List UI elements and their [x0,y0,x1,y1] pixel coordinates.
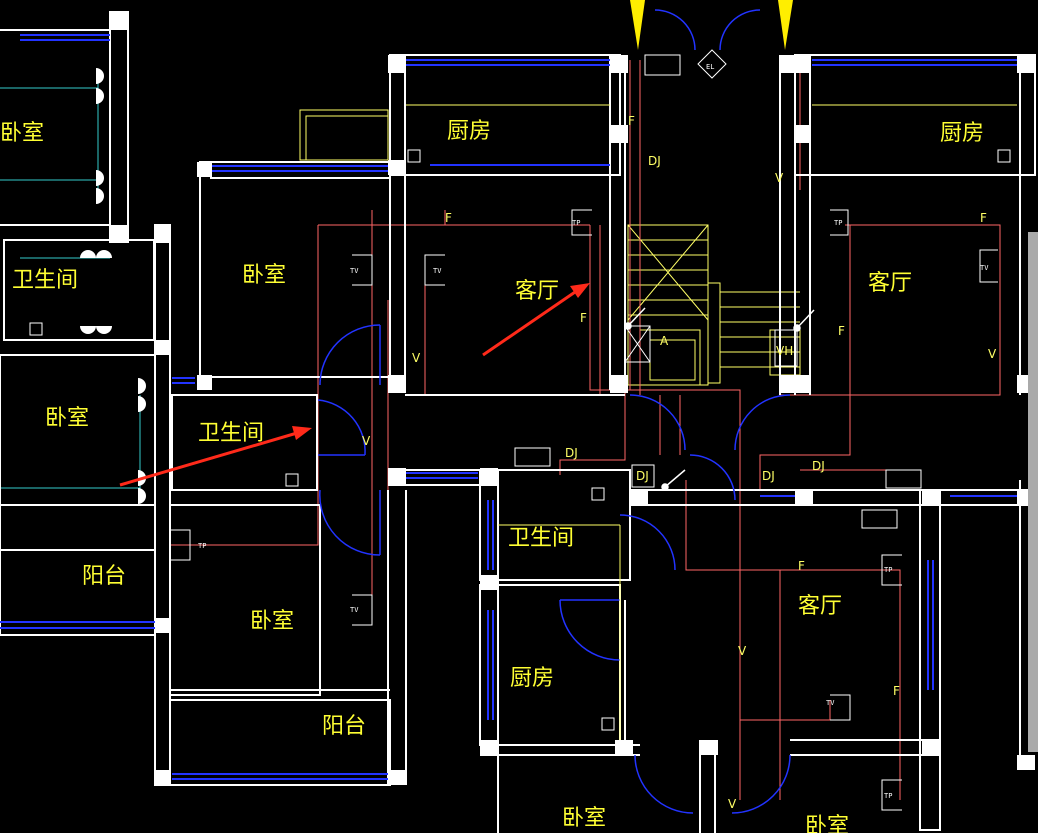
door-swing [634,754,694,814]
room-label-kitchen-s: 厨房 [510,666,554,691]
tag-tv: TV [350,606,359,614]
tag-el: EL [706,63,714,71]
tag-dj: DJ [565,446,578,460]
tag-tp: TP [572,219,580,227]
dj-box [631,464,655,488]
room-label-bathroom-c: 卫生间 [198,421,264,446]
tag-v: V [988,347,997,361]
tag-f: F [980,211,987,225]
outlet-tags: TV TV TP TV TP TP TV TP TP TV EL [198,63,989,800]
wire-living-north [318,210,446,226]
room-label-bedroom-sc: 卧室 [250,609,294,634]
stove-symbol [514,447,551,467]
elevator-box [624,325,651,363]
tag-tp: TP [198,542,206,550]
room-label-bedroom-s: 卧室 [562,806,606,831]
riser-markers [624,307,815,491]
door-swing [654,9,696,51]
tag-tv: TV [433,267,442,275]
tag-a: A [660,334,669,348]
tag-tv: TV [980,264,989,272]
structural-columns [110,12,1035,785]
door-swing [619,514,676,571]
tag-dj: DJ [812,459,825,473]
tag-tp: TP [834,219,842,227]
stair-handrail [707,282,721,384]
doors [317,9,791,814]
el-diamond [697,49,727,79]
vh-box [774,329,798,367]
tag-v: V [412,351,421,365]
tag-f: F [445,211,452,225]
room-label-kitchen-n: 厨房 [447,119,491,144]
fixture-box [29,322,43,336]
room-labels: 卧室 卫生间 卧室 阳台 卧室 卫生间 卧室 阳台 厨房 客厅 厨房 客厅 卫生… [0,119,984,833]
arrow-to-living-room [482,288,579,357]
tag-v: V [738,644,747,658]
right-scroll-rail[interactable] [1028,232,1038,752]
tag-f: F [580,311,587,325]
door-swing [317,399,366,456]
fixture-box [285,473,299,487]
door-swing [719,9,761,51]
fixture-box [591,487,605,501]
tag-dj: DJ [636,469,649,483]
tag-f: F [628,114,635,128]
dimension-lines [299,104,1017,740]
tag-dj: DJ [762,469,775,483]
room-label-bedroom-c: 卧室 [242,263,286,288]
room-label-bathroom-w: 卫生间 [12,268,78,293]
door-swing [689,454,736,501]
walls [0,11,1038,833]
stove-symbol [885,469,922,489]
fixture-box [407,149,421,163]
door-swing [629,394,686,451]
tag-tv: TV [826,699,835,707]
fixture-box [997,149,1011,163]
outlet-brackets [170,209,998,811]
room-label-balcony-sc: 阳台 [322,714,366,739]
tag-tp: TP [884,792,892,800]
room-label-balcony-w: 阳台 [82,564,126,589]
north-arrow-right [778,0,793,50]
tag-v: V [362,434,371,448]
lamp-symbols [80,68,146,504]
fixture-box [601,717,615,731]
room-label-bedroom-w: 卧室 [45,406,89,431]
circuit-tags: F F F F F F F DJ DJ DJ DJ DJ V V V V V V… [362,114,997,811]
wiring-lines [170,60,1001,800]
stairwell [627,224,801,386]
wire-west-bedroom [170,225,319,546]
room-label-living-e: 客厅 [868,271,912,296]
annotation-arrows [119,283,590,487]
tag-f: F [838,324,845,338]
room-label-living-n: 客厅 [515,279,559,304]
door-swing [319,324,381,386]
door-swing [734,394,791,451]
door-swing [319,489,381,556]
tag-v: V [775,171,784,185]
north-arrow-left [630,0,645,50]
door-swing [731,754,791,814]
fixtures [29,49,1011,731]
room-label-living-s: 客厅 [798,594,842,619]
room-label-bathroom-s: 卫生间 [508,526,574,551]
tag-dj: DJ [648,154,661,168]
room-label-bedroom-nw: 卧室 [0,121,44,146]
north-arrows [630,0,793,50]
tag-tv: TV [350,267,359,275]
tag-f: F [893,684,900,698]
stove-symbol [861,509,898,529]
room-label-bedroom-se: 卧室 [805,814,849,833]
tag-vh: VH [776,344,793,358]
tag-f: F [798,559,805,573]
windows [0,34,1017,780]
door-swing [559,599,621,661]
tag-tp: TP [884,566,892,574]
room-label-kitchen-ne: 厨房 [940,121,984,146]
meter-box [644,54,681,76]
arrow-to-bathroom [119,431,298,487]
tag-v: V [728,797,737,811]
